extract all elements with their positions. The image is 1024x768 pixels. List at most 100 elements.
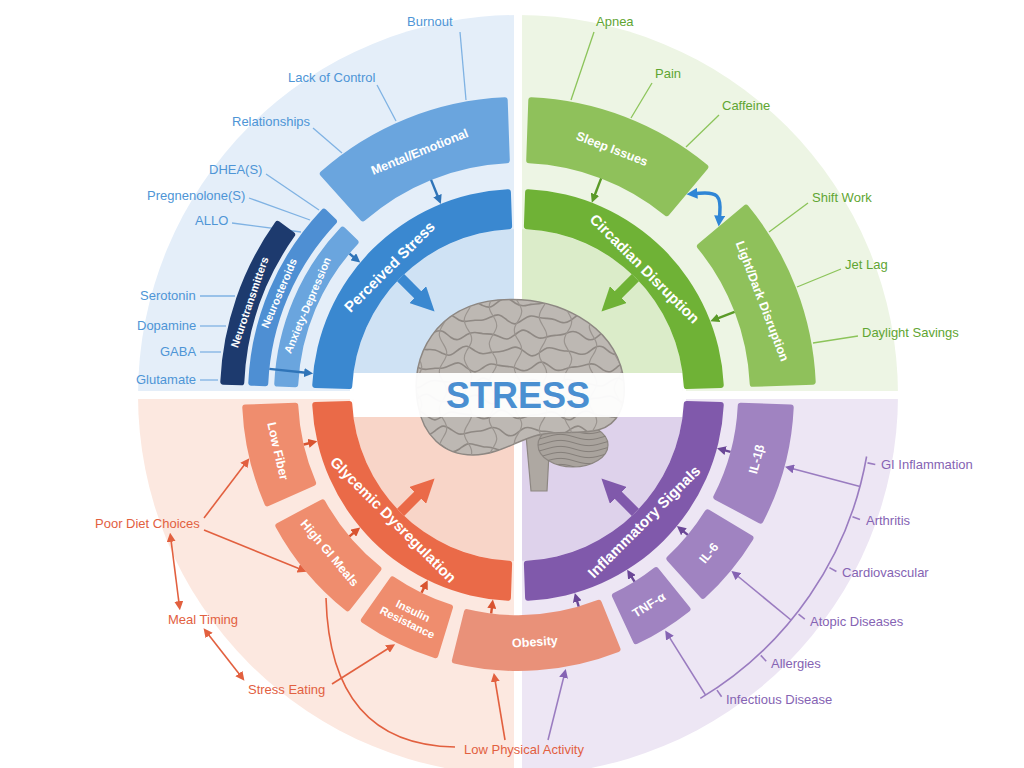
factor-label: Pain xyxy=(655,67,681,82)
factor-label: Cardiovascular xyxy=(842,566,929,581)
influence-arrow xyxy=(683,531,688,535)
influence-arrow xyxy=(717,690,722,697)
influence-arrow xyxy=(171,464,505,747)
brain-illustration xyxy=(533,434,613,440)
leader-line xyxy=(571,32,594,100)
hub-title: STRESS xyxy=(446,375,590,416)
factor-label: Meal Timing xyxy=(168,613,238,628)
text-holder: Obesity xyxy=(512,633,559,651)
band-label: Circadian Disruption xyxy=(586,210,703,327)
leader-line xyxy=(266,174,319,210)
leader-line xyxy=(313,128,342,153)
factor-label: Infectious Disease xyxy=(726,693,832,708)
factor-label: Stress Eating xyxy=(248,683,325,698)
band-fill xyxy=(274,227,358,387)
leader-line xyxy=(571,32,858,343)
band-fill xyxy=(312,189,512,389)
leader-line xyxy=(460,32,466,100)
influence-arrow xyxy=(204,464,245,518)
factor-band: Neurotransmitters xyxy=(218,217,299,388)
influence-arrow xyxy=(868,463,876,465)
band-fill xyxy=(320,97,510,221)
factor-label: Arthritis xyxy=(866,514,910,529)
brain-illustration xyxy=(533,464,613,470)
factor-label: Lack of Control xyxy=(288,71,375,86)
brain-illustration xyxy=(403,362,635,372)
influence-arrow xyxy=(548,457,875,741)
leader-line xyxy=(200,325,226,326)
factor-label: Poor Diet Choices xyxy=(95,517,200,532)
influence-arrow xyxy=(171,540,179,603)
influence-arrow xyxy=(431,180,438,197)
influence-arrow xyxy=(332,648,389,684)
factor-label: Burnout xyxy=(407,15,453,30)
leader-line xyxy=(797,269,841,287)
brain-illustration xyxy=(403,458,635,468)
stress-arrow xyxy=(401,492,421,512)
factor-band: IL-6 xyxy=(663,506,757,603)
factor-label: Shift Work xyxy=(812,191,872,206)
influence-arrow xyxy=(631,576,635,582)
brain-illustration xyxy=(533,446,613,452)
factor-band: IL-1β xyxy=(710,400,796,527)
factor-label: Allergies xyxy=(771,657,821,672)
band-fill xyxy=(524,189,724,389)
factor-band: Light/Dark Disruption xyxy=(693,201,818,389)
influence-arrow xyxy=(717,312,735,319)
band-fill xyxy=(220,221,295,385)
factor-label: Relationships xyxy=(232,115,310,130)
factor-label: Pregnenolone(S) xyxy=(147,189,245,204)
factor-label: GI Inflammation xyxy=(881,458,973,473)
factor-label: Dopamine xyxy=(137,319,196,334)
factor-label: Glutamate xyxy=(136,373,196,388)
stress-arrow xyxy=(615,492,635,512)
band-fill xyxy=(242,403,316,507)
influence-arrow xyxy=(269,369,306,373)
influence-arrow xyxy=(422,587,425,593)
band-fill xyxy=(361,576,453,658)
brain-illustration xyxy=(533,458,613,464)
stress-arrow xyxy=(401,278,421,298)
brain-illustration xyxy=(533,452,613,458)
text-holder: STRESS xyxy=(446,375,590,416)
center-hub: STRESS xyxy=(350,283,686,507)
factor-band: High GI Meals xyxy=(272,496,385,615)
band-fill xyxy=(713,403,793,524)
leader-line xyxy=(200,351,221,352)
quadrant-ground xyxy=(518,395,898,768)
band-fill xyxy=(666,509,753,598)
leader-line xyxy=(249,198,310,220)
title-bar xyxy=(350,373,686,417)
quadrant-divider xyxy=(120,0,916,768)
factor-label: Apnea xyxy=(596,15,634,30)
influence-arrow xyxy=(349,532,354,536)
leader-line xyxy=(686,115,719,147)
factor-label: Daylight Savings xyxy=(862,326,959,341)
factor-band: Mental/Emotional xyxy=(316,95,512,225)
leader-line xyxy=(200,379,218,380)
influence-arrow xyxy=(304,443,311,445)
influence-arrow xyxy=(853,517,861,520)
leader-line xyxy=(769,203,808,232)
influence-arrow xyxy=(669,637,706,696)
influence-arrow xyxy=(548,676,564,740)
band-label: Perceived Stress xyxy=(341,218,439,316)
factor-band: Insulin Resistance xyxy=(357,573,456,661)
text-holder: Perceived Stress xyxy=(341,218,439,316)
band-fill xyxy=(452,600,621,671)
leader-line xyxy=(377,85,396,121)
factor-label: Jet Lag xyxy=(845,258,888,273)
factor-label: Caffeine xyxy=(722,99,770,114)
brain-illustration xyxy=(533,440,613,446)
influence-arrow xyxy=(799,614,805,619)
factor-label: Atopic Diseases xyxy=(810,615,903,630)
influence-arrow xyxy=(208,634,240,675)
text-holder: Circadian Disruption xyxy=(586,210,703,327)
brain-illustration xyxy=(403,330,635,340)
factor-band: Obesity xyxy=(449,596,624,673)
band-fill xyxy=(612,567,691,644)
influence-arrow xyxy=(695,193,720,218)
factor-label: ALLO xyxy=(195,214,228,229)
influence-arrow xyxy=(792,469,860,487)
